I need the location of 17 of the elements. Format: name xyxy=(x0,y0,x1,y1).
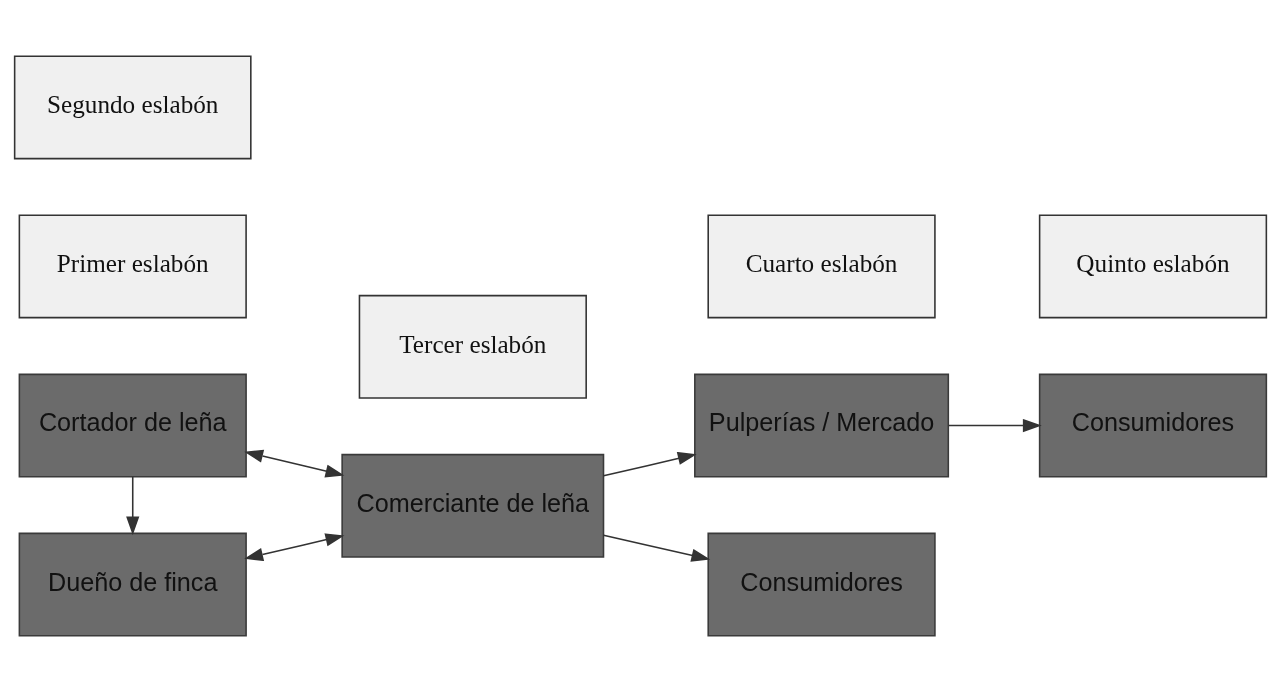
node-box: Segundo eslabón xyxy=(13,55,252,159)
node-box: Tercer eslabón xyxy=(358,294,587,399)
arrow xyxy=(602,533,711,562)
node-box: Consumidores xyxy=(707,532,936,636)
node-box: Comerciante de leña xyxy=(341,453,605,558)
node-box: Dueño de finca xyxy=(18,532,247,636)
arrow xyxy=(602,451,697,477)
node-box: Consumidores xyxy=(1038,373,1268,477)
node-box: Cuarto eslabón xyxy=(707,214,936,318)
node-box: Primer eslabón xyxy=(18,214,247,318)
arrow xyxy=(947,418,1042,432)
arrow xyxy=(126,475,140,535)
arrow xyxy=(244,449,345,478)
node-box: Cortador de leña xyxy=(18,373,247,477)
node-box: Pulperías / Mercado xyxy=(694,373,950,477)
node-box: Quinto eslabón xyxy=(1038,214,1268,318)
arrow xyxy=(244,532,345,561)
